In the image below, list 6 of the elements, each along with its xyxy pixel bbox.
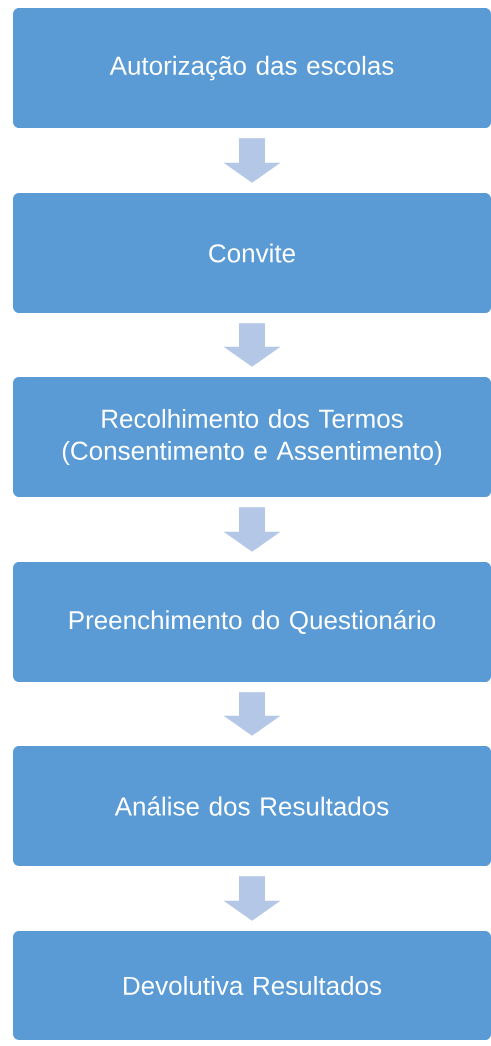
process-box: Análise dos Resultados xyxy=(13,746,491,866)
process-box: Devolutiva Resultados xyxy=(13,931,491,1040)
process-box: Convite xyxy=(13,193,491,313)
process-box: Autorização das escolas xyxy=(13,8,491,128)
process-box: Recolhimento dos Termos (Consentimento e Assentimento) xyxy=(13,377,491,497)
process-box: Preenchimento do Questionário xyxy=(13,562,491,682)
